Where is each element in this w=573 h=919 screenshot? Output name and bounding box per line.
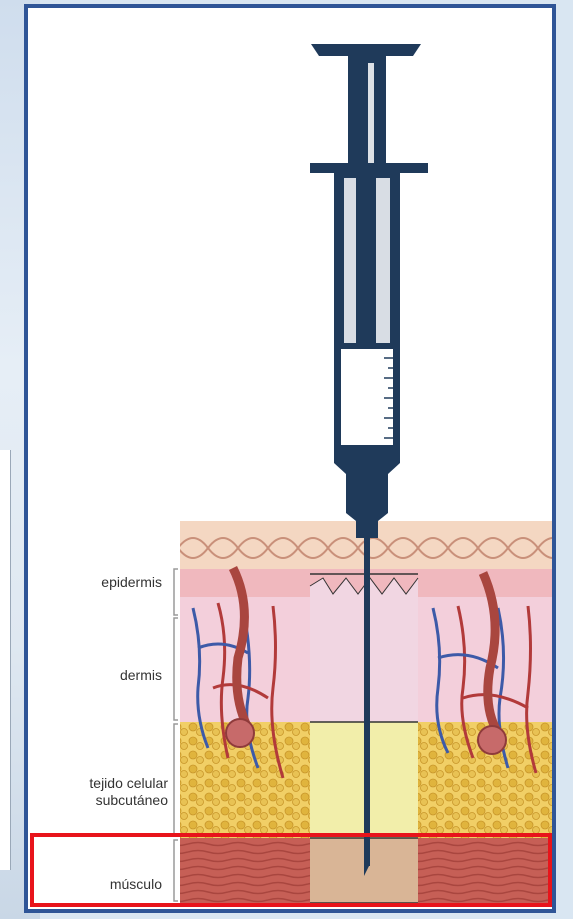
sweat-gland-right — [478, 726, 506, 754]
needle-icon — [364, 536, 370, 866]
plunger-rod — [348, 55, 386, 170]
plunger-thumb — [311, 44, 421, 56]
injection-diagram — [28, 8, 552, 909]
label-dermis: dermis — [42, 667, 162, 684]
sweat-gland-left — [226, 719, 254, 747]
label-subcutaneous: tejido celular subcutáneo — [28, 775, 168, 809]
syringe-icon — [310, 44, 428, 538]
label-epidermis: epidermis — [42, 574, 162, 591]
background-slide-edge — [0, 450, 11, 870]
barrel-window — [340, 348, 394, 446]
muscle-highlight-box — [30, 833, 552, 907]
diagram-frame: epidermis dermis tejido celular subcután… — [24, 4, 556, 913]
